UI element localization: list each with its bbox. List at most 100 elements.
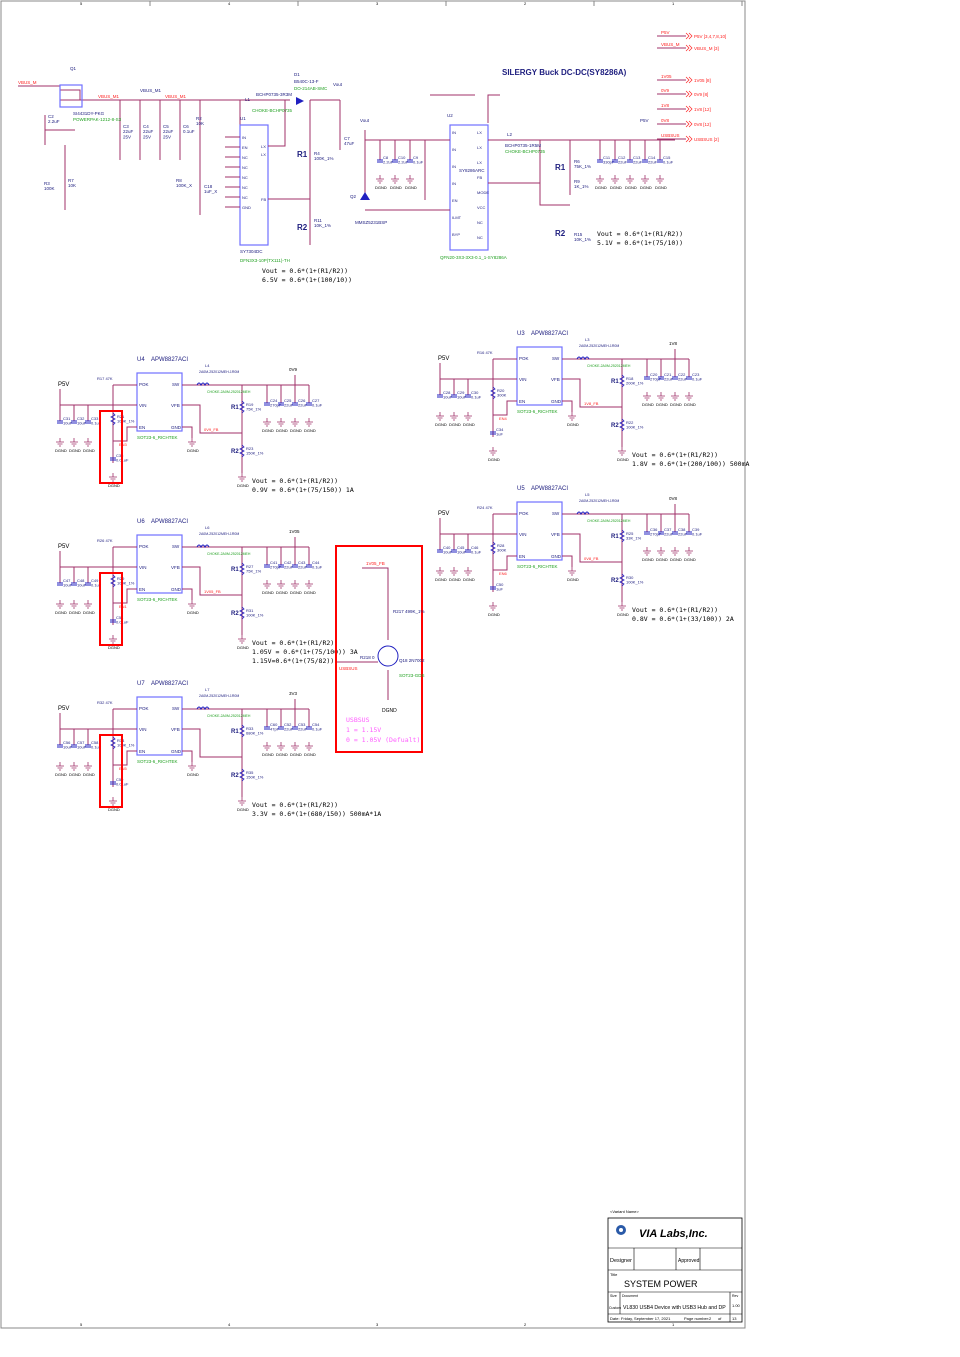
resistor-icon xyxy=(110,736,116,750)
input-cap-label: C33 0.1uF xyxy=(91,416,102,426)
offpage-connector[interactable]: 0V8 [12] xyxy=(694,122,711,127)
output-cap-label: C37 22uF xyxy=(664,527,674,537)
r1-tag: R1 xyxy=(611,379,619,385)
regulator-ic xyxy=(136,372,183,432)
offpage-net-label: 0V9 xyxy=(661,88,670,93)
c2-label: C2 2.2uF xyxy=(48,114,60,124)
offpage-arrow-icon xyxy=(685,120,693,128)
offpage-connector[interactable]: USBSUS [2] xyxy=(694,137,719,142)
u2-pin-ilmt: ILMT xyxy=(452,215,462,220)
ground-icon xyxy=(70,438,78,447)
ground-label: DGND xyxy=(69,448,81,453)
capacitor-icon xyxy=(672,376,678,380)
offpage-arrow-icon xyxy=(685,32,693,40)
u2-cap-label: C13 22uF xyxy=(633,155,643,165)
ground-icon xyxy=(376,175,384,184)
u1-pin-lx: LX xyxy=(261,144,266,149)
ground-label: DGND xyxy=(108,483,120,488)
ground-label: DGND xyxy=(304,752,316,757)
c18-label: C18 1uF_X xyxy=(204,184,217,194)
resistor-icon xyxy=(239,724,245,738)
ground-icon xyxy=(489,447,497,456)
capacitor-icon xyxy=(110,457,116,461)
capacitor-icon xyxy=(612,159,618,163)
ground-icon xyxy=(263,580,271,589)
rev-value: 1.00 xyxy=(732,1303,741,1308)
r15-label: R15 10K_1% xyxy=(574,232,591,242)
border-mark-top: 1 xyxy=(672,1,675,6)
boost-r2-tag: R2 xyxy=(297,223,308,232)
en-cap-label: C34 1uF xyxy=(496,427,504,437)
u1-pin-nc: NC xyxy=(242,195,248,200)
ground-icon xyxy=(109,473,117,482)
offpage-connector[interactable]: 1V05 [8] xyxy=(694,78,711,83)
usbsus-note-2: 1 = 1.15V xyxy=(346,726,381,734)
input-cap-label: C47 10uF xyxy=(63,578,73,588)
c4-label: C4 22uF 25V xyxy=(143,124,155,139)
regulator-part: APW8827ACI xyxy=(151,519,188,525)
l2-part: BCHP0735-1R5M xyxy=(505,143,541,148)
ground-icon xyxy=(450,412,458,421)
r9-label: R9 1K_1% xyxy=(574,179,589,189)
inductor-footprint: CHOKE-2A0M-252012MEH xyxy=(587,519,631,523)
pin-gnd: GND xyxy=(171,587,182,592)
c5-label: C5 22uF 25V xyxy=(163,124,175,139)
vout-formula: Vout = 0.6*(1+(R1/R2)) xyxy=(632,606,718,614)
offpage-connector[interactable]: 1V8 [12] xyxy=(694,107,711,112)
en-highlight-box xyxy=(99,734,123,808)
inductor-part: 2A0M-252012MEH-1R0M xyxy=(199,370,239,374)
ground-icon xyxy=(56,438,64,447)
ground-icon xyxy=(56,762,64,771)
pin-sw: SW xyxy=(552,511,560,516)
capacitor-icon xyxy=(85,420,91,424)
vout-formula: 1.05V = 0.6*(1+(75/100)) 3A xyxy=(252,648,358,656)
ground-icon xyxy=(643,392,651,401)
pin-en: EN xyxy=(139,425,145,430)
capacitor-icon xyxy=(451,549,457,553)
ground-label: DGND xyxy=(684,557,696,562)
pin-pok: POK xyxy=(139,706,149,711)
r217-label: R217 499K_1% xyxy=(393,609,425,614)
via-logo-center xyxy=(619,1228,623,1232)
u2-package: QFN20-3X3-3X3-0.1_1-SY8286A xyxy=(440,255,507,260)
ground-label: DGND xyxy=(262,428,274,433)
designer-label: Designer xyxy=(610,1258,632,1264)
ground-icon xyxy=(238,473,246,482)
ground-icon xyxy=(464,567,472,576)
d1-footprint: DO-214AB-SMC xyxy=(294,86,328,91)
capacitor-icon xyxy=(71,582,77,586)
r1-resistor-label: R18 200K_1% xyxy=(626,376,644,386)
q2-part: MMSZ5231BSP xyxy=(355,220,387,225)
ground-label: DGND xyxy=(488,457,500,462)
inductor-ref: L4 xyxy=(205,363,210,368)
offpage-connector[interactable]: P5V [3,4,7,8,10] xyxy=(694,34,726,39)
offpage-connector[interactable]: 0V9 [8] xyxy=(694,92,708,97)
input-cap-label: C31 10uF xyxy=(63,416,73,426)
resistor-icon xyxy=(619,573,625,587)
ground-label: DGND xyxy=(108,645,120,650)
ground-label: DGND xyxy=(83,610,95,615)
output-cap-label: C25 22uF xyxy=(284,398,294,408)
u1-pin-fb: FB xyxy=(261,197,266,202)
q2-ref: Q2 xyxy=(350,194,357,199)
inductor-footprint: CHOKE-2A0M-252012MEH xyxy=(207,390,251,394)
ground-label: DGND xyxy=(55,772,67,777)
offpage-connector[interactable]: VBUS_M [3] xyxy=(694,46,719,51)
inductor-ref: L3 xyxy=(585,337,590,342)
pin-vin: VIN xyxy=(519,532,527,537)
pok-resistor-label: R24 47K xyxy=(477,505,493,510)
capacitor-icon xyxy=(451,394,457,398)
pok-resistor-label: R17 47K xyxy=(97,376,113,381)
ground-label: DGND xyxy=(237,483,249,488)
vout-formula: 1.15V=0.6*(1+(75/82)) xyxy=(252,657,334,665)
output-cap-label: C22 22uF xyxy=(678,372,688,382)
q1-part: SI4431DY-PKG xyxy=(73,111,105,116)
ground-icon xyxy=(568,567,576,576)
inductor-part: 2A0M-252012MEH-1R0M xyxy=(579,344,619,348)
ground-label: DGND xyxy=(567,577,579,582)
ground-icon xyxy=(618,447,626,456)
